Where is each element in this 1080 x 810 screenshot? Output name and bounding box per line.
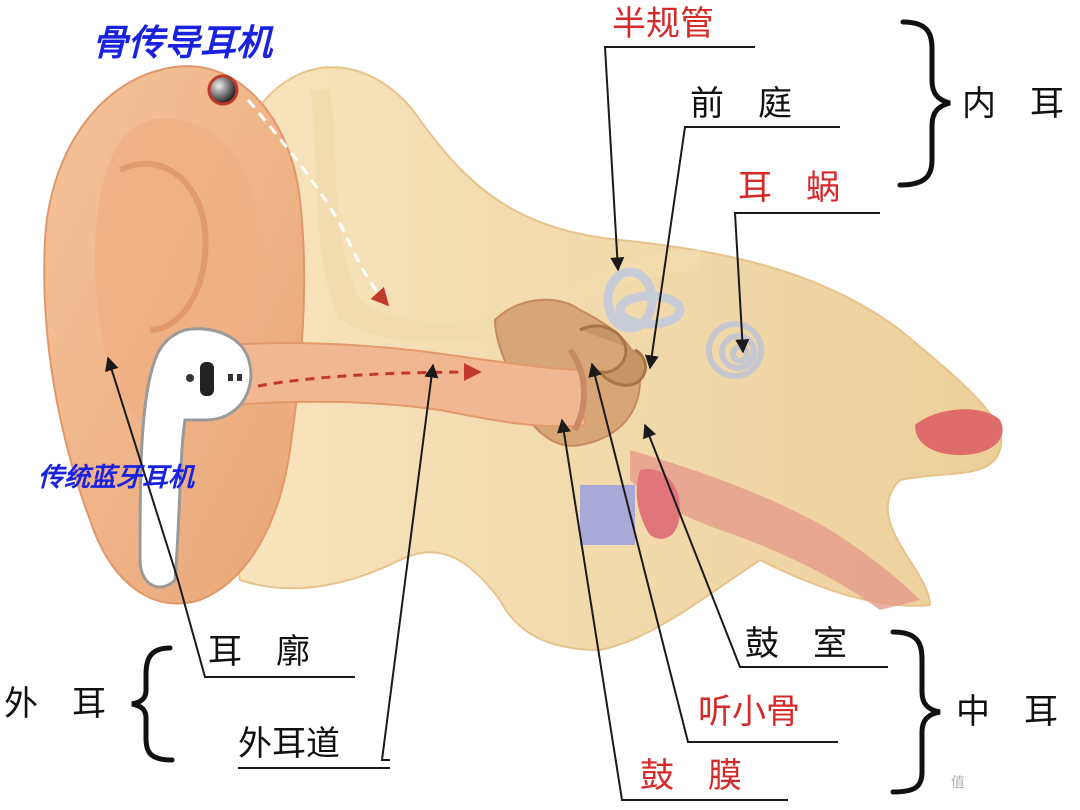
watermark-text: 什么值得买 (977, 773, 1062, 793)
label-bone-conduction: 骨传导耳机 (92, 23, 273, 64)
outer-ear-fold (118, 160, 209, 333)
label-cochlea: 耳 蜗 (738, 168, 840, 208)
leader-eardrum (557, 418, 788, 801)
watermark: 值什么值得买 (945, 768, 1062, 796)
label-semicircular-canals: 半规管 (612, 4, 714, 44)
leader-ossicles (588, 362, 838, 743)
label-vestibule: 前 庭 (690, 84, 792, 124)
leader-lines (105, 46, 888, 801)
air-path-dashed (257, 363, 482, 388)
label-eardrum: 鼓 膜 (640, 756, 742, 796)
label-auricle: 耳 廓 (208, 632, 310, 672)
eustachian-tube (630, 450, 920, 610)
label-ear-canal: 外耳道 (238, 724, 340, 764)
label-ossicles: 听小骨 (698, 692, 800, 732)
label-tympanic-cavity: 鼓 室 (745, 624, 847, 664)
leader-auricle (105, 356, 355, 678)
ear-canal-shape (229, 342, 587, 428)
vessel-end-right (915, 409, 1003, 455)
label-outer-ear: 外 耳 (4, 684, 106, 724)
purple-block (580, 485, 635, 545)
bone-conduction-point (207, 74, 239, 106)
semicircular-canals-shape (603, 267, 685, 333)
eardrum-shape (567, 348, 588, 432)
bone-path-dashed (246, 99, 390, 307)
earbud-device (138, 327, 253, 589)
bone-band (310, 90, 700, 343)
label-middle-ear: 中 耳 (956, 692, 1058, 732)
leader-semicircular (603, 46, 755, 272)
leader-cochlea (733, 212, 880, 354)
brace-inner-ear (897, 19, 951, 188)
brace-middle-ear (890, 629, 941, 795)
label-inner-ear: 内 耳 (962, 84, 1064, 124)
watermark-logo-icon: 值 (945, 770, 971, 796)
leader-tympanic (643, 423, 888, 668)
leader-ear-canal (380, 363, 439, 761)
label-traditional-bt: 传统蓝牙耳机 (38, 463, 195, 493)
leader-vestibule (644, 126, 840, 370)
brace-outer-ear (131, 645, 175, 763)
